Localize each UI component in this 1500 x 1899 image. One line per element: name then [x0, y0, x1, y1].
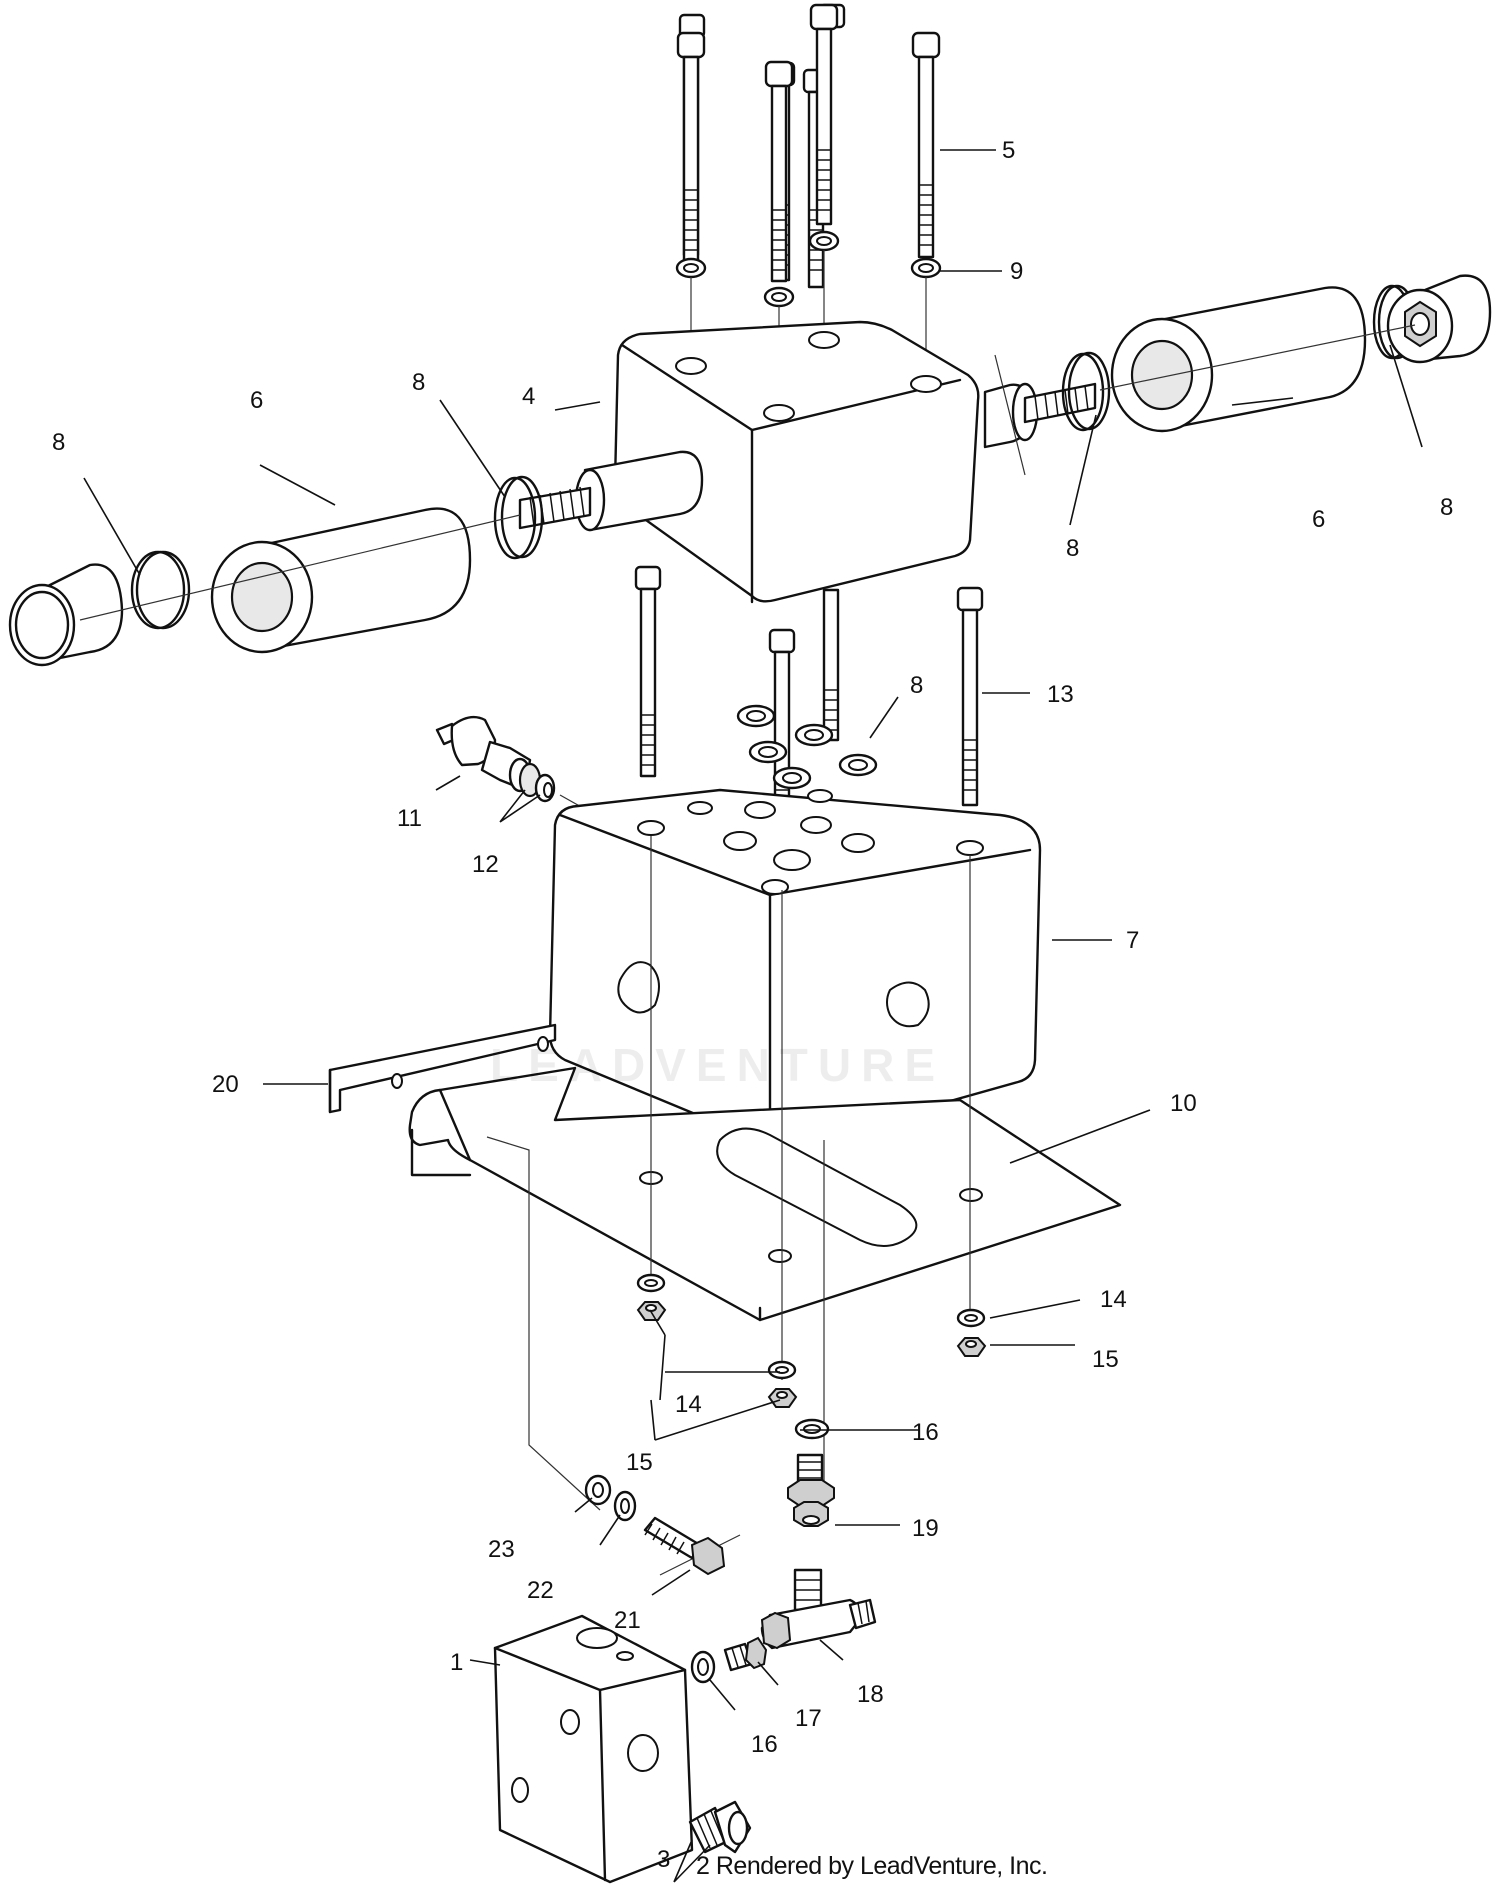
- tee-18: [760, 1568, 877, 1650]
- bolt-5-left: [676, 31, 706, 264]
- right-axis-centerline: [1099, 324, 1416, 391]
- callouts: 5 9 4 8 6 8 6 8 8 8 13 11 12 7 20 10 14 …: [52, 137, 1453, 1873]
- callout-9: 9: [1010, 258, 1023, 285]
- bolt-5-center-left: [764, 60, 794, 283]
- callout-15-left: 15: [626, 1449, 653, 1476]
- callout-12: 12: [472, 851, 499, 878]
- callout-16-top: 16: [912, 1419, 939, 1446]
- washer-16-bottom: [690, 1650, 716, 1684]
- fitting-19: [787, 1453, 835, 1527]
- callout-11: 11: [397, 805, 422, 832]
- callout-5: 5: [1002, 137, 1015, 164]
- callout-8-far-right: 8: [1440, 494, 1453, 521]
- mounting-bar-20: [328, 1023, 557, 1114]
- middle-washers-8: [736, 704, 878, 790]
- callout-13: 13: [1047, 681, 1074, 708]
- valve-block-1: [493, 1614, 694, 1884]
- end-nut-right: [1386, 274, 1492, 364]
- bolt-13-back: [822, 588, 840, 742]
- end-cap-left: [8, 563, 124, 667]
- plug-3: [688, 1800, 752, 1854]
- callout-14-right: 14: [1100, 1286, 1127, 1313]
- credit-text: Rendered by LeadVenture, Inc.: [715, 1852, 1048, 1880]
- mounting-plate-10: [408, 1066, 1122, 1322]
- callout-20: 20: [212, 1071, 239, 1098]
- watermark: LEADVENTURE: [490, 1039, 946, 1091]
- upper-block-left-stub: [518, 450, 704, 532]
- bolt-21-assembly: [584, 1474, 726, 1576]
- callout-22: 22: [527, 1577, 554, 1604]
- footer-credit: 2 Rendered by LeadVenture, Inc.: [696, 1852, 1048, 1881]
- check-valve-11: [435, 715, 556, 803]
- bottom-hardware: [636, 1273, 987, 1408]
- bolt-5-right: [911, 31, 941, 259]
- fitting-17: [723, 1636, 768, 1672]
- callout-8-far-left: 8: [52, 429, 65, 456]
- callout-16-bottom: 16: [751, 1731, 778, 1758]
- callout-3: 3: [657, 1846, 670, 1873]
- sleeve-6-right: [1110, 286, 1367, 433]
- left-axis-centerline: [79, 514, 521, 621]
- callout-17: 17: [795, 1705, 822, 1732]
- callout-14-left: 14: [675, 1391, 702, 1418]
- callout-6-left: 6: [250, 387, 263, 414]
- bolt-5-center: [809, 3, 839, 226]
- callout-19: 19: [912, 1515, 939, 1542]
- sleeve-6-left: [210, 507, 472, 654]
- fitting-stack: [690, 1418, 877, 1684]
- callout-8-right-low: 8: [1066, 535, 1079, 562]
- o-ring-8-left-inner: [493, 475, 544, 560]
- top-bolts: [676, 3, 941, 289]
- upper-block-4: [613, 320, 980, 604]
- bolt-13-left: [634, 565, 662, 778]
- leader-lines: [83, 149, 1423, 1883]
- callout-23: 23: [488, 1536, 515, 1563]
- callout-15-right: 15: [1092, 1346, 1119, 1373]
- callout-10: 10: [1170, 1090, 1197, 1117]
- lower-block-7: [548, 788, 1042, 1149]
- callout-1: 1: [450, 1649, 463, 1676]
- o-ring-8-far-left: [130, 550, 191, 630]
- callout-18: 18: [857, 1681, 884, 1708]
- o-ring-8-right-inner: [1061, 351, 1111, 432]
- callout-8-mid: 8: [910, 672, 923, 699]
- callout-8-left: 8: [412, 369, 425, 396]
- page-number: 2: [696, 1852, 710, 1880]
- bolt-13-right: [956, 586, 984, 807]
- callout-4: 4: [522, 383, 535, 410]
- callout-6-right: 6: [1312, 506, 1325, 533]
- callout-21: 21: [614, 1607, 641, 1634]
- callout-7: 7: [1126, 927, 1139, 954]
- upper-block-right-stub: [983, 354, 1097, 476]
